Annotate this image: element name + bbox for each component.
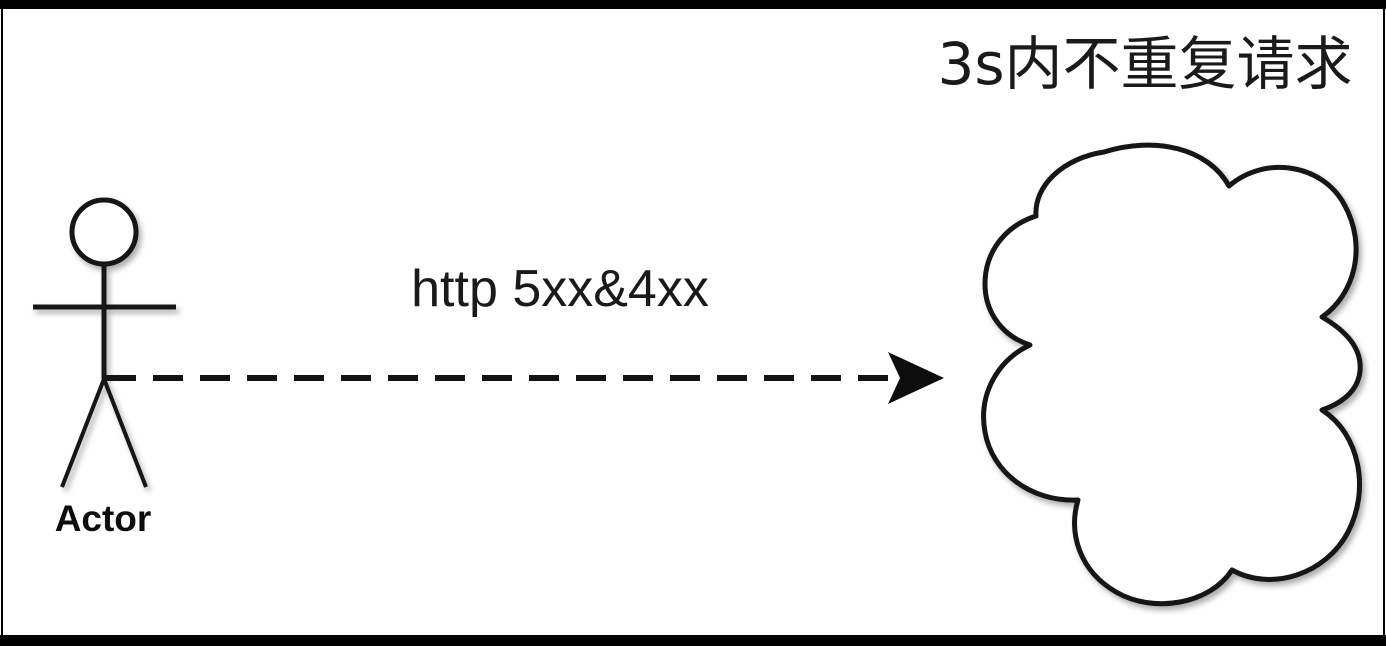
frame-border-right [1383, 9, 1385, 635]
diagram-title: 3s内不重复请求 [937, 30, 1353, 98]
actor-leg-left-line [60, 378, 106, 488]
connector-actor-to-cloud[interactable] [106, 352, 944, 404]
frame-border-bottom [0, 635, 1386, 646]
actor-label: Actor [54, 498, 152, 539]
actor-leg-right-line [102, 378, 148, 488]
frame-border-top [0, 0, 1386, 9]
actor-figure[interactable] [33, 197, 176, 488]
frame-border-left [1, 9, 3, 635]
cloud-node[interactable] [981, 142, 1363, 607]
cloud-shape-icon [981, 142, 1363, 607]
connector-label: http 5xx&4xx [411, 260, 709, 318]
actor-head-icon [69, 197, 139, 267]
connector-arrowhead-icon [888, 352, 944, 404]
